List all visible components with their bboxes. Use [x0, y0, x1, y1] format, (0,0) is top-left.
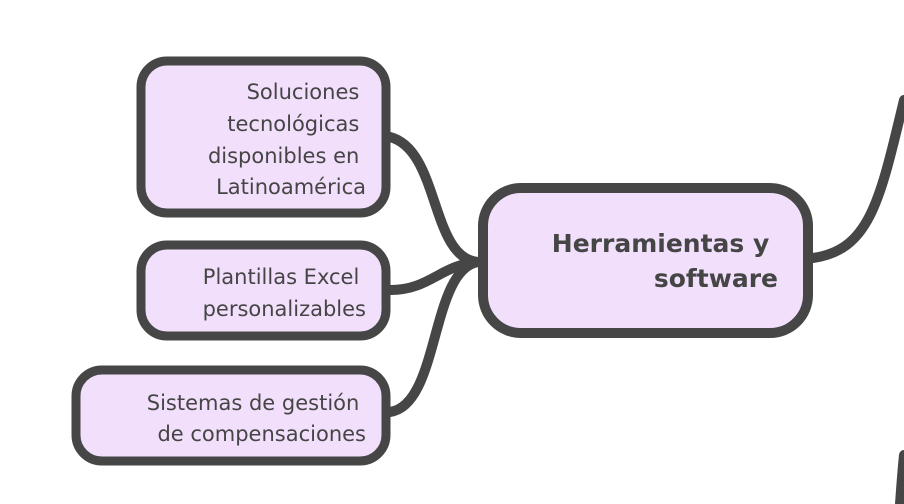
node-line: personalizables	[203, 297, 366, 321]
connector-soluciones	[385, 132, 483, 267]
connector-sistemas	[385, 257, 483, 417]
svg-text:Soluciones tecnológicas: Soluciones tecnológicas disponibles en L…	[208, 80, 366, 199]
child-node-plantillas[interactable]: Plantillas Excel personalizables	[136, 240, 391, 341]
child-node-sistemas[interactable]: Sistemas de gestión de compensaciones	[71, 365, 391, 466]
svg-text:Sistemas de gestión de c: Sistemas de gestión de compensaciones	[147, 391, 366, 446]
central-node-line: software	[654, 264, 778, 293]
node-line: Sistemas de gestión	[147, 391, 360, 415]
node-line: disponibles en	[208, 144, 359, 168]
node-line: tecnológicas	[227, 112, 359, 136]
central-node[interactable]: Herramientas y software	[478, 183, 813, 338]
node-line: Latinoamérica	[216, 175, 366, 199]
connector-to-parent	[808, 95, 904, 263]
node-line: Plantillas Excel	[203, 265, 360, 289]
node-line: de compensaciones	[157, 422, 366, 446]
svg-text:Plantillas Excel persona: Plantillas Excel personalizables	[203, 265, 366, 321]
child-node-soluciones[interactable]: Soluciones tecnológicas disponibles en L…	[136, 56, 391, 218]
central-node-line: Herramientas y	[552, 229, 769, 258]
svg-text:Herramientas y software: Herramientas y software	[552, 229, 778, 293]
node-line: Soluciones	[247, 80, 360, 104]
connector-offscreen	[895, 450, 904, 504]
